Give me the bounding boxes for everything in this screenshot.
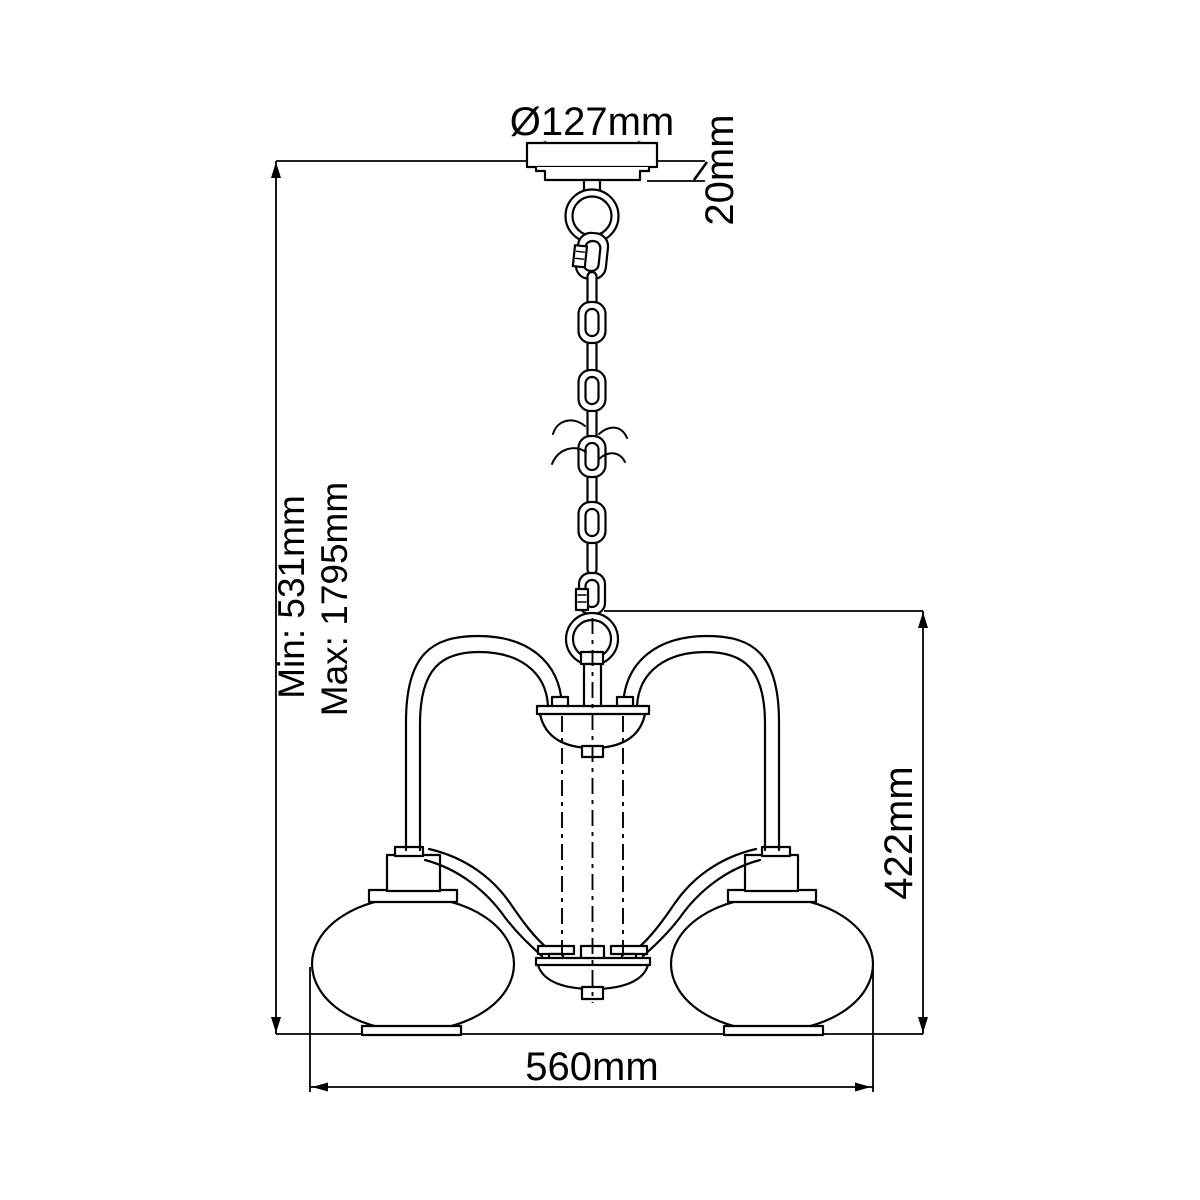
left-arm-arch-inner [418, 650, 550, 852]
left-arm-scroll-inner [423, 858, 544, 958]
right-shade-bottom-ring [722, 1024, 825, 1037]
left-arm-scroll-outer [427, 847, 550, 951]
chain-link-wide [577, 300, 607, 345]
right-arm-arch-inner [635, 650, 767, 852]
chandelier-arms [404, 634, 781, 958]
chain-link-narrow [586, 538, 598, 576]
hanging-chain [551, 188, 628, 667]
canopy-height-label: 20mm [698, 114, 742, 225]
canopy-height-tick [692, 161, 709, 181]
connector-screw-sleeve [574, 587, 590, 612]
max-drop-label: Max: 1795mm [314, 482, 355, 716]
chain-link-wide [577, 368, 607, 413]
left-socket-cap [393, 845, 425, 858]
canopy-diameter-label: Ø127mm [510, 100, 675, 144]
canopy-step [534, 167, 651, 182]
fixture-width-label: 560mm [525, 1045, 658, 1089]
chain-link-wide [577, 500, 607, 545]
left-glass-shade [310, 895, 516, 1033]
left-socket-cylinder [385, 853, 442, 893]
carabiner-screw-sleeve [571, 244, 589, 269]
top-carabiner [571, 231, 610, 281]
chain-link-wide [577, 434, 607, 479]
left-shade-bottom-ring [360, 1024, 463, 1037]
width-dimension [309, 967, 874, 1092]
right-arm-scroll-outer [635, 847, 758, 951]
bottom-connector [574, 571, 607, 616]
arrow-down-left [271, 1017, 281, 1033]
arrow-up-right [918, 612, 928, 628]
arrow-up-left [271, 162, 281, 178]
ceiling-canopy [525, 141, 659, 196]
right-socket-cylinder [743, 853, 800, 893]
right-lamp [669, 845, 875, 1037]
bottom-right-fitting [609, 944, 649, 956]
center-axis-lines [561, 618, 624, 1003]
arrow-left-width [312, 1082, 328, 1092]
canopy-plate [525, 141, 659, 169]
bottom-left-fitting [536, 944, 576, 956]
fixture-height-label: 422mm [877, 766, 921, 899]
right-glass-shade [669, 895, 875, 1033]
right-socket-cap [760, 845, 792, 858]
right-arm-arch-outer [621, 634, 781, 852]
right-arm-scroll-inner [641, 858, 762, 958]
chain-break-marks [551, 419, 628, 465]
arrow-down-right [918, 1017, 928, 1033]
left-arm-arch-outer [404, 634, 564, 852]
left-lamp [310, 845, 516, 1037]
arrow-right-width [855, 1082, 871, 1092]
min-drop-label: Min: 531mm [271, 495, 312, 699]
